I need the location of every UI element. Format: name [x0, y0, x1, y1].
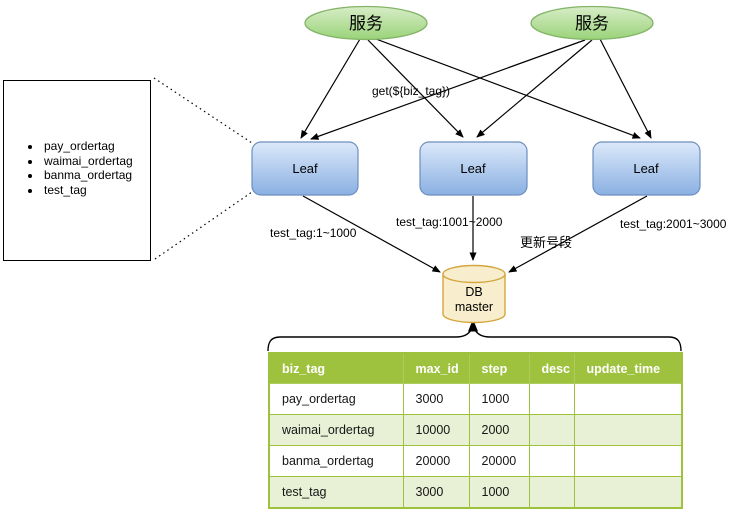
- leaf-rect: [251, 141, 359, 196]
- biz-tag-item: banma_ordertag: [42, 168, 150, 183]
- cell-biz-tag: test_tag: [268, 476, 404, 509]
- service-label: 服务: [349, 14, 383, 33]
- cell-update-time: [573, 476, 683, 509]
- cell-desc: [528, 476, 575, 509]
- request-label: get(${biz_tag}): [372, 84, 450, 98]
- leaf2-range-label: test_tag:1001~2000: [396, 215, 503, 229]
- service-to-leaf-arrows: [300, 38, 652, 140]
- service-ellipse: [530, 5, 654, 41]
- update-segment-label: 更新号段: [520, 235, 572, 250]
- db-master-node: DB master: [442, 264, 506, 324]
- cell-step: 20000: [468, 445, 530, 477]
- biz-tag-item: pay_ordertag: [42, 139, 150, 154]
- leaf-label: Leaf: [460, 161, 486, 176]
- arrow-service1-leaf3: [375, 38, 641, 139]
- arrow-leaf1-db: [302, 195, 441, 273]
- cell-biz-tag: waimai_ordertag: [268, 414, 404, 446]
- biz-tag-list: pay_ordertag waimai_ordertag banma_order…: [4, 139, 150, 197]
- db-cylinder-top: [442, 264, 506, 284]
- cell-desc: [528, 445, 575, 477]
- cell-max-id: 3000: [402, 476, 470, 509]
- biz-tag-item: test_tag: [42, 183, 150, 198]
- segment-table: biz_tag max_id step desc update_time pay…: [268, 352, 683, 509]
- leaf-node-2: Leaf: [419, 141, 528, 196]
- callout-dotted-line-bottom: [154, 191, 253, 260]
- arrow-service2-leaf3: [599, 38, 652, 139]
- cell-step: 1000: [468, 383, 530, 415]
- arrow-table-db: [468, 319, 478, 332]
- table-row: waimai_ordertag 10000 2000: [268, 414, 683, 446]
- segment-table-container: biz_tag max_id step desc update_time pay…: [268, 352, 683, 509]
- service-ellipse: [304, 5, 428, 41]
- arrow-service2-leaf2: [476, 39, 593, 138]
- db-label-line1: DB: [465, 285, 482, 299]
- cell-max-id: 3000: [402, 383, 470, 415]
- leaf-label: Leaf: [633, 161, 659, 176]
- cell-max-id: 20000: [402, 445, 470, 477]
- service-node-1: 服务: [304, 5, 428, 41]
- cell-update-time: [573, 414, 683, 446]
- col-header-biz-tag: biz_tag: [268, 352, 404, 384]
- biz-tag-list-box: pay_ordertag waimai_ordertag banma_order…: [3, 80, 151, 261]
- cell-step: 2000: [468, 414, 530, 446]
- table-row: test_tag 3000 1000: [268, 476, 683, 509]
- arrow-leaf3-db: [508, 195, 648, 273]
- cell-desc: [528, 383, 575, 415]
- cell-desc: [528, 414, 575, 446]
- col-header-step: step: [468, 352, 530, 384]
- cell-update-time: [573, 445, 683, 477]
- db-cylinder-body: [442, 274, 506, 324]
- leaf-label: Leaf: [292, 161, 318, 176]
- leaf-rect: [592, 141, 701, 196]
- cell-biz-tag: pay_ordertag: [268, 383, 404, 415]
- cell-biz-tag: banma_ordertag: [268, 445, 404, 477]
- arrow-service1-leaf2: [367, 39, 464, 138]
- table-header-row: biz_tag max_id step desc update_time: [268, 352, 683, 384]
- col-header-max-id: max_id: [402, 352, 470, 384]
- col-header-desc: desc: [528, 352, 575, 384]
- col-header-update-time: update_time: [573, 352, 683, 384]
- cell-update-time: [573, 383, 683, 415]
- cell-step: 1000: [468, 476, 530, 509]
- arrow-service2-leaf1: [310, 39, 586, 140]
- biz-tag-item: waimai_ordertag: [42, 154, 150, 169]
- service-label: 服务: [575, 14, 609, 33]
- leaf-rect: [419, 141, 528, 196]
- leaf-node-3: Leaf: [592, 141, 701, 196]
- leaf3-range-label: test_tag:2001~3000: [620, 217, 727, 231]
- service-node-2: 服务: [530, 5, 654, 41]
- leaf1-range-label: test_tag:1~1000: [270, 226, 357, 240]
- db-label-line2: master: [455, 300, 493, 314]
- table-row: banma_ordertag 20000 20000: [268, 445, 683, 477]
- table-row: pay_ordertag 3000 1000: [268, 383, 683, 415]
- arrow-service1-leaf1: [300, 38, 361, 139]
- callout-dotted-line-top: [153, 77, 253, 144]
- leaf-to-db-arrows: [302, 195, 648, 273]
- leaf-node-1: Leaf: [251, 141, 359, 196]
- cell-max-id: 10000: [402, 414, 470, 446]
